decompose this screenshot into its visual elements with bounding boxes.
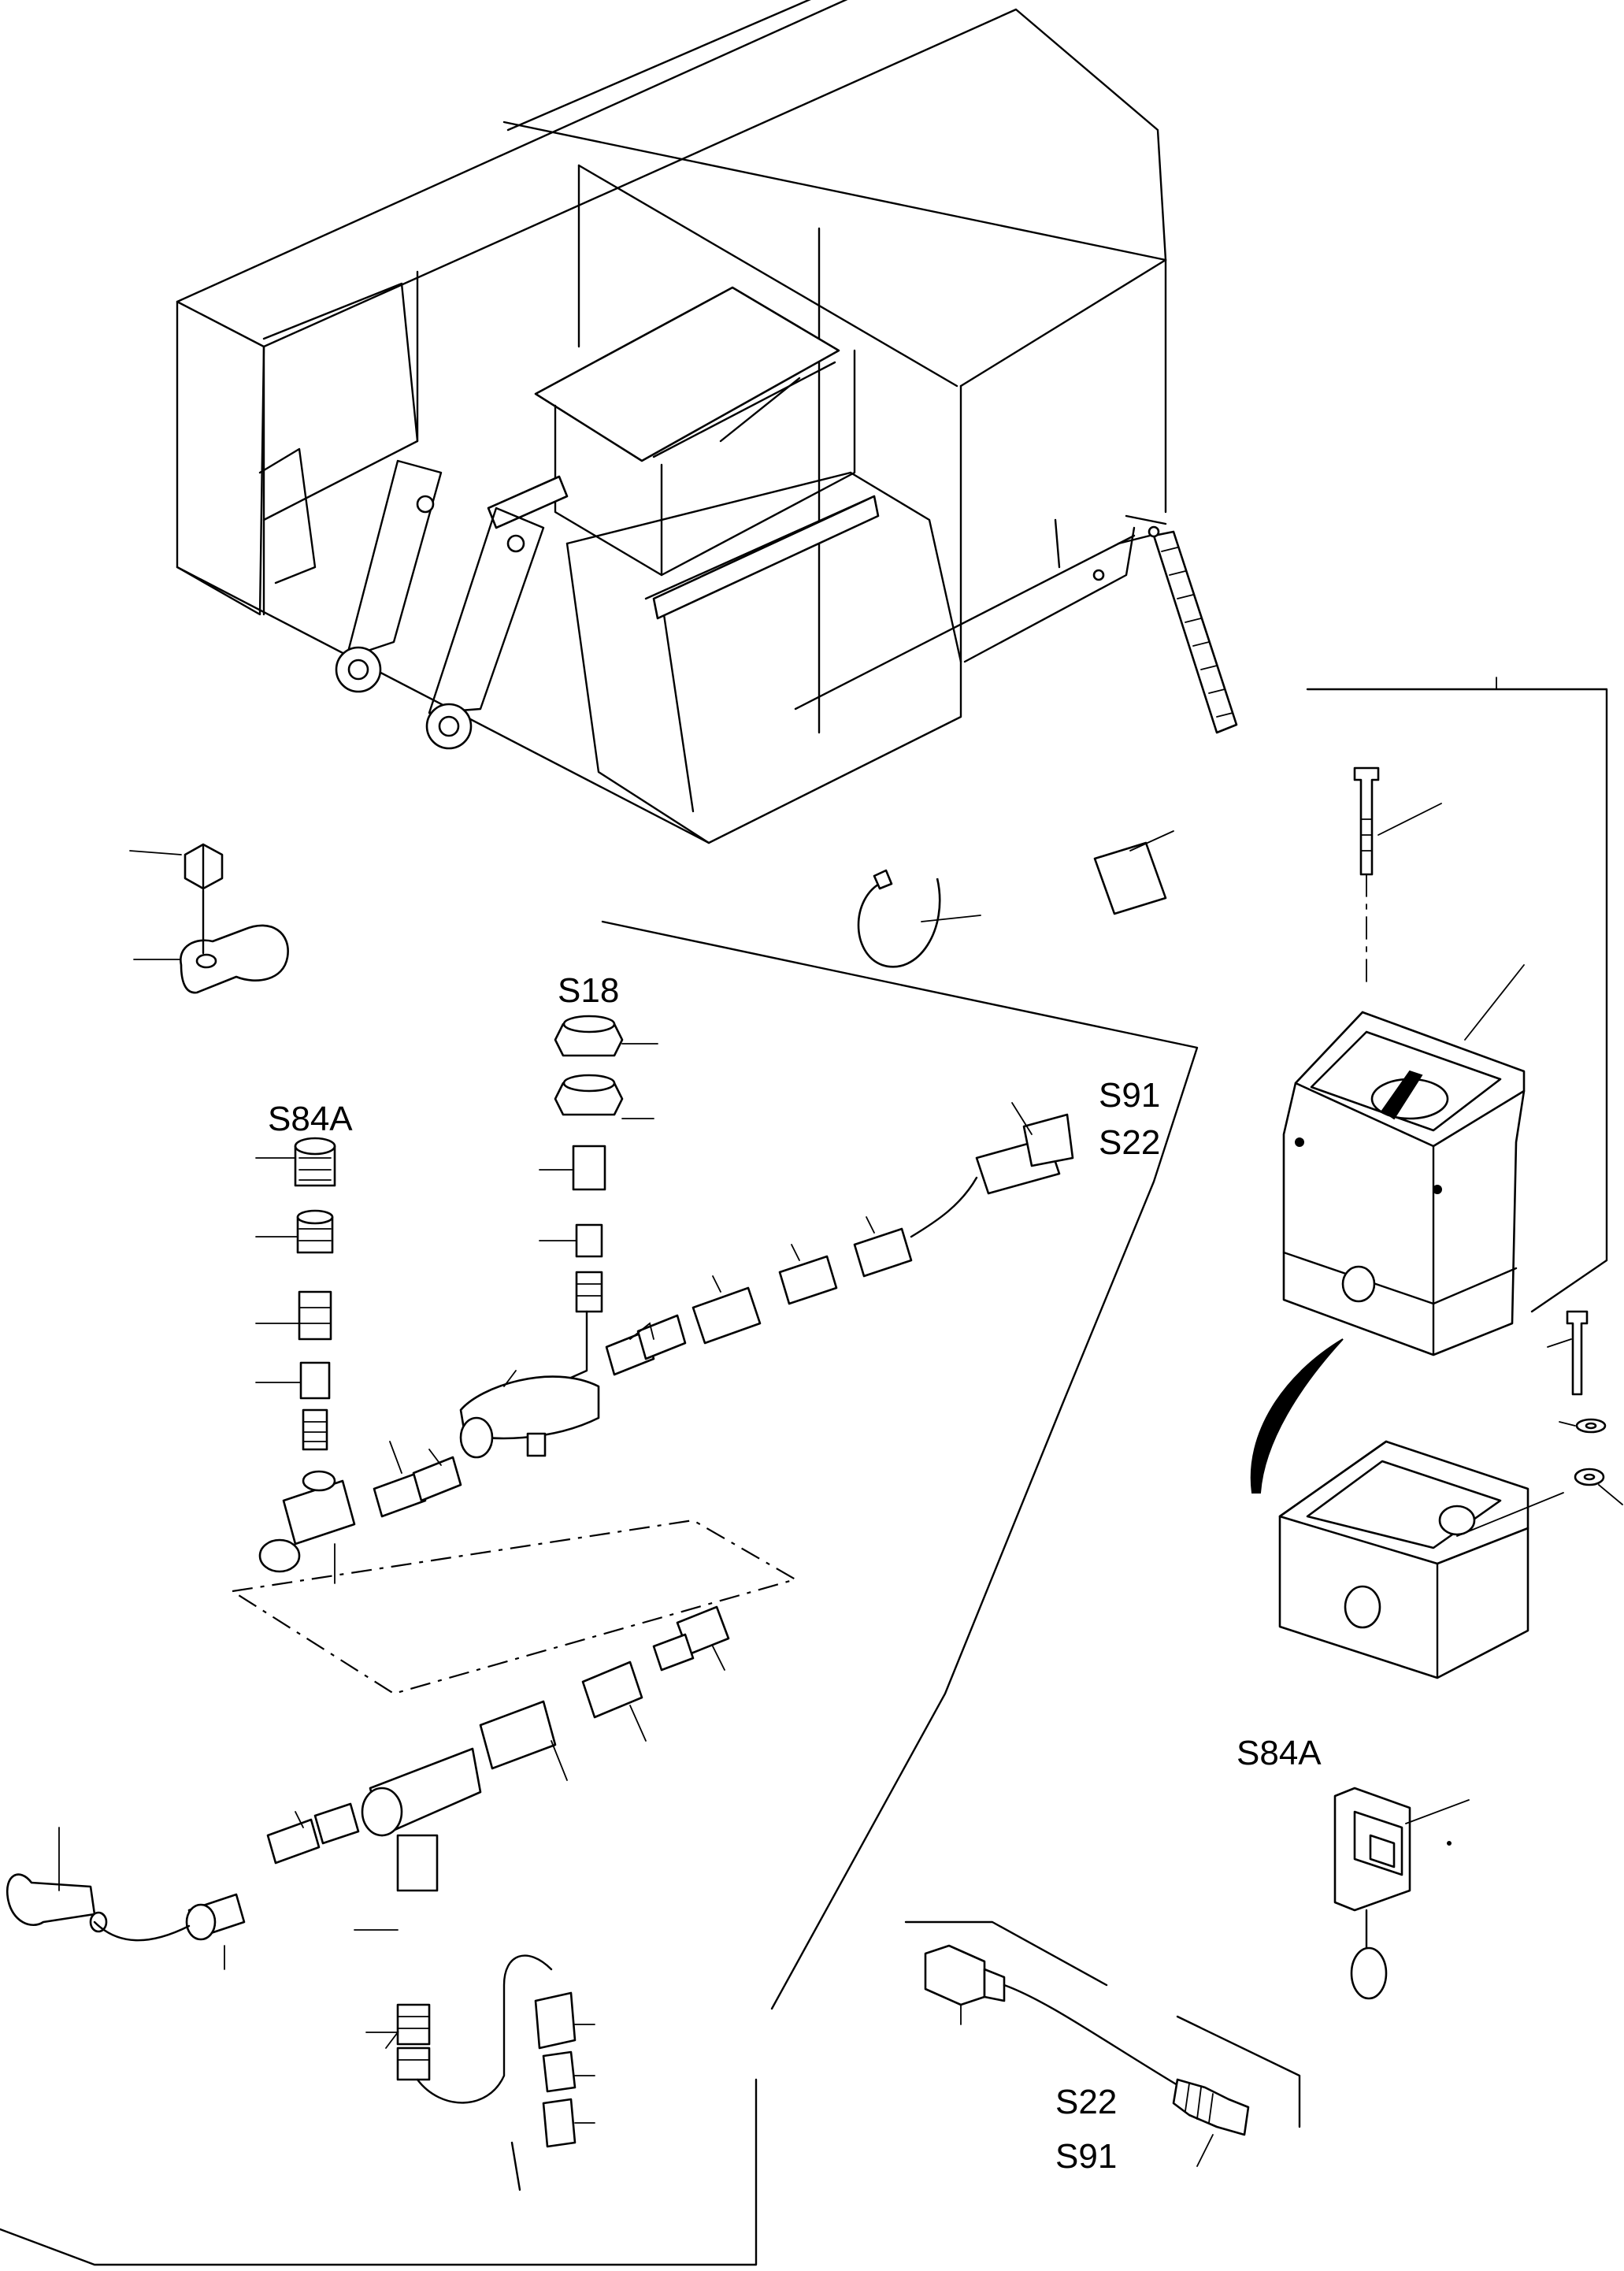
sleeve xyxy=(1093,830,1174,915)
callout-frame-right xyxy=(1306,688,1608,1313)
s84a-connector-stack xyxy=(255,1137,356,1584)
label-s22-bottom: S22 xyxy=(1055,2083,1117,2121)
callout-frame-bottom xyxy=(0,2078,758,2266)
label-s22-top: S22 xyxy=(1099,1123,1160,1162)
label-s18: S18 xyxy=(558,971,619,1010)
main-harness-upper xyxy=(373,1102,1074,1518)
label-s84a-left: S84A xyxy=(268,1100,353,1138)
main-harness-lower xyxy=(6,1605,730,2191)
label-s84a-right: S84A xyxy=(1237,1734,1322,1772)
switch-box xyxy=(1250,766,1623,1679)
cable-tie xyxy=(857,869,981,968)
s84a-switch-right xyxy=(1333,1787,1470,2000)
machine-body xyxy=(176,0,1238,844)
s22-s91-sensor xyxy=(904,1920,1301,2167)
clamp-assembly xyxy=(129,843,289,994)
label-s91-top: S91 xyxy=(1099,1076,1160,1115)
label-s91-bottom: S91 xyxy=(1055,2137,1117,2176)
harness-continuation-box xyxy=(229,1519,798,1695)
callout-frame-left xyxy=(601,920,1199,2010)
s18-connector-stack xyxy=(539,1015,658,1388)
